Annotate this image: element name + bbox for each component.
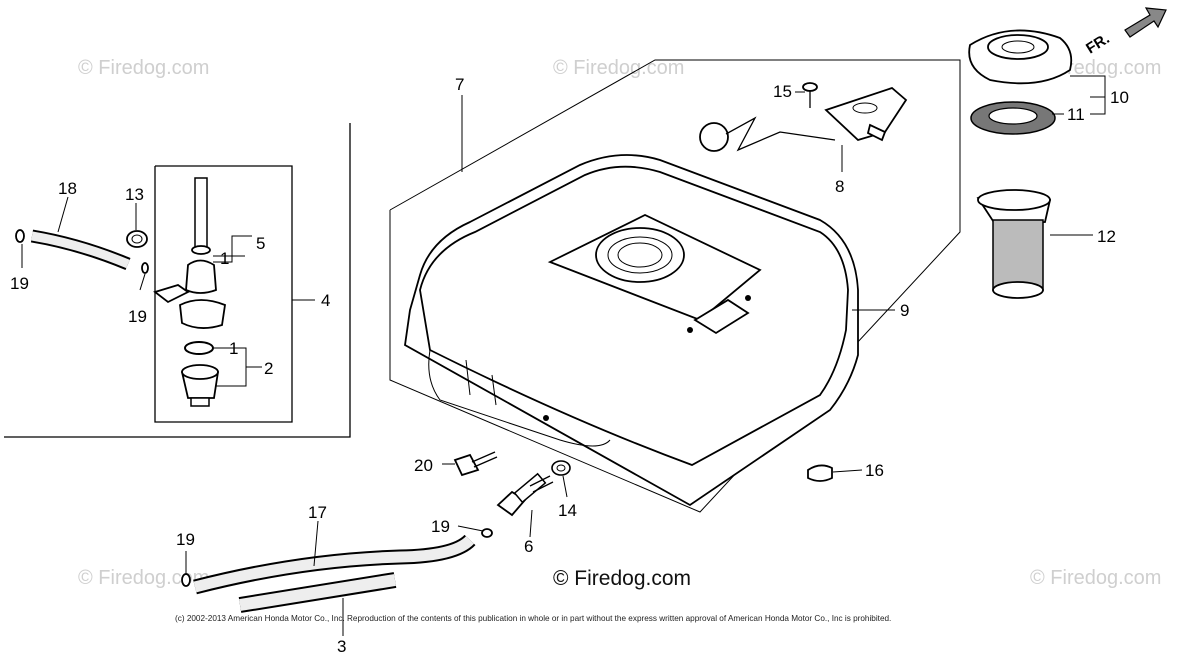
- callout-19-mid: 19: [128, 307, 147, 326]
- callout-17: 17: [308, 503, 327, 522]
- fuel-cock: [153, 177, 226, 329]
- callout-19-left: 19: [10, 274, 29, 293]
- callout-7: 7: [455, 75, 464, 94]
- callout-13: 13: [125, 185, 144, 204]
- callout-5: 5: [256, 234, 265, 253]
- callout-19-bottom: 19: [176, 530, 195, 549]
- fuel-tube-3: [238, 572, 397, 613]
- fuel-tube-17: [193, 534, 476, 595]
- leader-lines: [21, 75, 1106, 636]
- callout-15: 15: [773, 82, 792, 101]
- callout-4: 4: [321, 291, 330, 310]
- callout-1-upper: 1: [220, 249, 229, 268]
- front-direction-label: FR.: [1083, 30, 1113, 57]
- nut-13: [126, 230, 148, 248]
- drain-plug-16: [807, 464, 833, 482]
- callout-1-lower: 1: [229, 339, 238, 358]
- screw-15: [802, 82, 818, 108]
- callout-11: 11: [1067, 105, 1085, 124]
- callout-10: 10: [1110, 88, 1129, 107]
- callout-12: 12: [1097, 227, 1116, 246]
- watermark-bottom-right: © Firedog.com: [1030, 567, 1161, 589]
- clip-19-bottom: [181, 573, 191, 587]
- fuel-cup: [180, 364, 219, 407]
- clip-19-mid: [141, 262, 149, 274]
- callout-14: 14: [558, 501, 577, 520]
- fuel-strainer: [976, 189, 1052, 299]
- callout-19-joint: 19: [431, 517, 450, 536]
- filler-cap: [968, 29, 1073, 85]
- firedog-brand: © Firedog.com: [553, 567, 691, 590]
- fuel-cock-group-bracket: [4, 123, 351, 438]
- clip-19-joint: [481, 528, 493, 538]
- watermark-bottom-left: © Firedog.com: [78, 567, 209, 589]
- watermark-top-left: © Firedog.com: [78, 57, 209, 79]
- bolt-20: [453, 451, 498, 477]
- callout-20: 20: [414, 456, 433, 475]
- tank-group-outline: [389, 59, 961, 513]
- o-ring: [184, 341, 214, 355]
- front-direction-indicator: FR.: [1083, 7, 1167, 57]
- fuel-tank: [404, 154, 859, 507]
- callout-9: 9: [900, 301, 909, 320]
- callout-3: 3: [337, 637, 346, 656]
- callout-18: 18: [58, 179, 77, 198]
- clip-19-left: [15, 229, 25, 243]
- callout-8: 8: [835, 177, 844, 196]
- washer-14: [551, 460, 571, 476]
- callout-6: 6: [524, 537, 533, 556]
- fuel-joint: [496, 472, 554, 517]
- cap-gasket: [970, 101, 1056, 135]
- fuel-tube-18: [30, 229, 131, 271]
- copyright-notice: (c) 2002-2013 American Honda Motor Co., …: [175, 614, 891, 623]
- callout-16: 16: [865, 461, 884, 480]
- fuel-gauge: [699, 86, 908, 152]
- callout-2: 2: [264, 359, 273, 378]
